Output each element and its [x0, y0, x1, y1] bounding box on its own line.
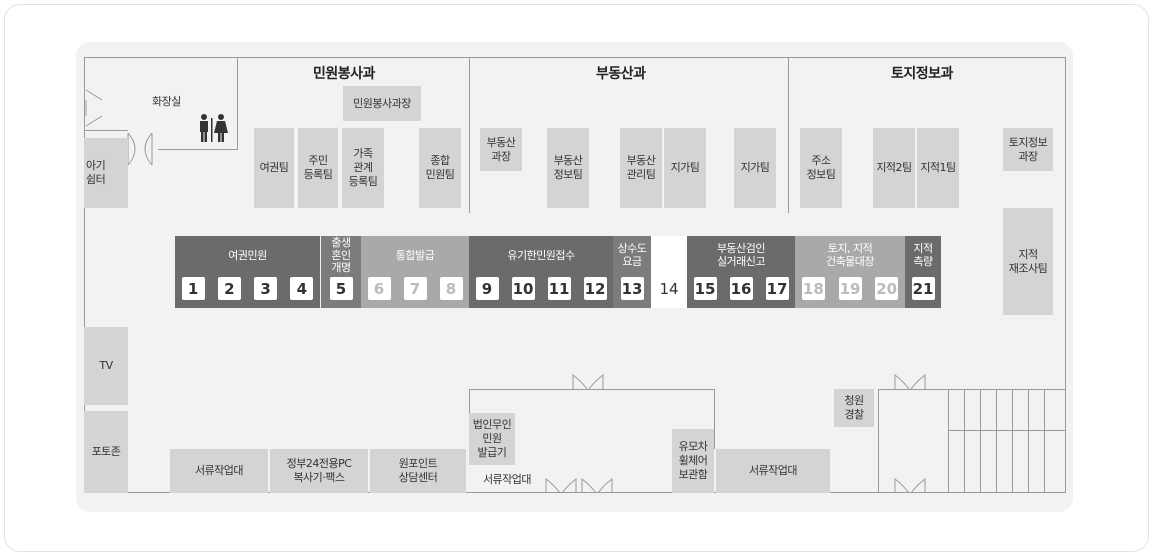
counter-group-title: 상수도 요금: [617, 242, 647, 268]
wall: [469, 389, 715, 390]
room-cadastral-2-team: 지적2팀: [873, 128, 915, 208]
wall: [237, 57, 238, 150]
counter-group-title: 부동산검인 실거래신고: [716, 242, 766, 268]
counter-number: 7: [403, 277, 427, 300]
counter-number: 1: [181, 277, 205, 300]
counter-number: 2: [217, 277, 241, 300]
door-icon: [127, 132, 153, 166]
stair-line: [1028, 389, 1029, 493]
door-icon: [572, 373, 604, 390]
counter-group-title: 토지, 지적 건축물대장: [825, 242, 875, 268]
counter-number: 14: [659, 279, 679, 298]
corp-kiosk: 법인무인 민원 발급기: [469, 413, 515, 465]
counter-group-4: 유기한민원접수 9 10 11 12: [469, 236, 613, 308]
counter-number: 19: [838, 277, 862, 300]
counter-number: 4: [290, 277, 314, 300]
room-cadastral-resurvey: 지적 재조사팀: [1003, 208, 1053, 315]
room-civil-chief: 민원봉사과장: [343, 86, 421, 121]
room-re-mgmt-team: 부동산 관리팀: [620, 128, 662, 208]
counter-number: 20: [875, 277, 899, 300]
room-address-team: 주소 정보팀: [800, 128, 842, 208]
doc-desk-3: 서류작업대: [716, 449, 830, 493]
wall: [948, 430, 1066, 431]
wall: [469, 57, 470, 213]
wall: [948, 389, 949, 493]
counter-number: 8: [439, 277, 463, 300]
room-general-team: 종합 민원팀: [419, 128, 461, 208]
stair-line: [996, 389, 997, 493]
counter-number: 13: [620, 277, 644, 300]
counter-number: 10: [511, 277, 535, 300]
counter-group-title: 여권민원: [228, 248, 267, 262]
counter-number: 9: [475, 277, 499, 300]
stair-line: [980, 389, 981, 493]
wall: [714, 389, 715, 449]
door-icon: [85, 89, 103, 127]
counter-number: 21: [911, 277, 935, 300]
restroom-icon: [200, 114, 228, 142]
counter-group-title: [651, 236, 687, 276]
counter-group-9: 지적 측량 21: [905, 236, 941, 308]
counter-number: 6: [367, 277, 391, 300]
stair-line: [1012, 389, 1013, 493]
room-land-price-team-2: 지가팀: [734, 128, 776, 208]
room-resident-team: 주민 등록팀: [298, 128, 338, 208]
stroller-storage: 유모차 휠체어 보관함: [672, 429, 714, 493]
counter-number: 12: [583, 277, 607, 300]
counter-number: 18: [801, 277, 825, 300]
wall: [788, 57, 789, 213]
counter-group-title: 출생 혼인 개명: [331, 236, 351, 275]
onepoint-center: 원포인트 상담센터: [370, 449, 466, 493]
counter-number: 16: [729, 277, 753, 300]
dept-real-estate: 부동산과: [596, 66, 646, 82]
door-icon: [894, 477, 926, 494]
floor-plan: [84, 57, 1066, 493]
dept-land-info: 토지정보과: [891, 66, 953, 82]
room-re-chief: 부동산 과장: [480, 128, 522, 171]
door-icon: [545, 477, 613, 494]
door-icon: [894, 373, 926, 390]
room-passport-team: 여권팀: [254, 128, 294, 208]
counter-group-title: 지적 측량: [913, 242, 933, 268]
counter-group-title: 통합발급: [395, 248, 435, 262]
counter-group-5: 상수도 요금 13: [613, 236, 651, 308]
counter-group-6: 14: [651, 236, 687, 308]
gov24-pc-copier: 정부24전용PC 복사기·팩스: [270, 449, 368, 493]
counter-group-7: 부동산검인 실거래신고 15 16 17: [687, 236, 795, 308]
tv-area: TV: [84, 327, 128, 405]
counter-number: 11: [547, 277, 571, 300]
counter-group-title: 유기한민원접수: [507, 248, 575, 262]
counter-number: 15: [693, 277, 717, 300]
wall: [158, 149, 238, 150]
restroom-label: 화장실: [152, 95, 181, 108]
photo-zone: 포토존: [84, 411, 128, 493]
wall: [878, 389, 1066, 390]
room-cadastral-1-team: 지적1팀: [917, 128, 959, 208]
counter-number: 5: [329, 277, 353, 300]
stair-line: [964, 389, 965, 493]
wall: [84, 130, 128, 131]
room-baby: 아기 쉼터: [84, 138, 128, 208]
counter-number: 17: [765, 277, 789, 300]
police-booth: 청원 경찰: [834, 389, 874, 427]
wall: [469, 389, 470, 413]
dept-civil-service: 민원봉사과: [313, 66, 375, 82]
room-landinfo-chief: 토지정보 과장: [1003, 128, 1053, 171]
room-re-info-team: 부동산 정보팀: [547, 128, 589, 208]
wall: [878, 389, 879, 493]
doc-desk-1: 서류작업대: [170, 449, 268, 493]
stair-line: [1044, 389, 1045, 493]
counter-number: 3: [254, 277, 278, 300]
room-family-team: 가족 관계 등록팀: [342, 128, 384, 208]
room-land-price-team-1: 지가팀: [664, 128, 706, 208]
doc-desk-2: 서류작업대: [482, 472, 532, 486]
